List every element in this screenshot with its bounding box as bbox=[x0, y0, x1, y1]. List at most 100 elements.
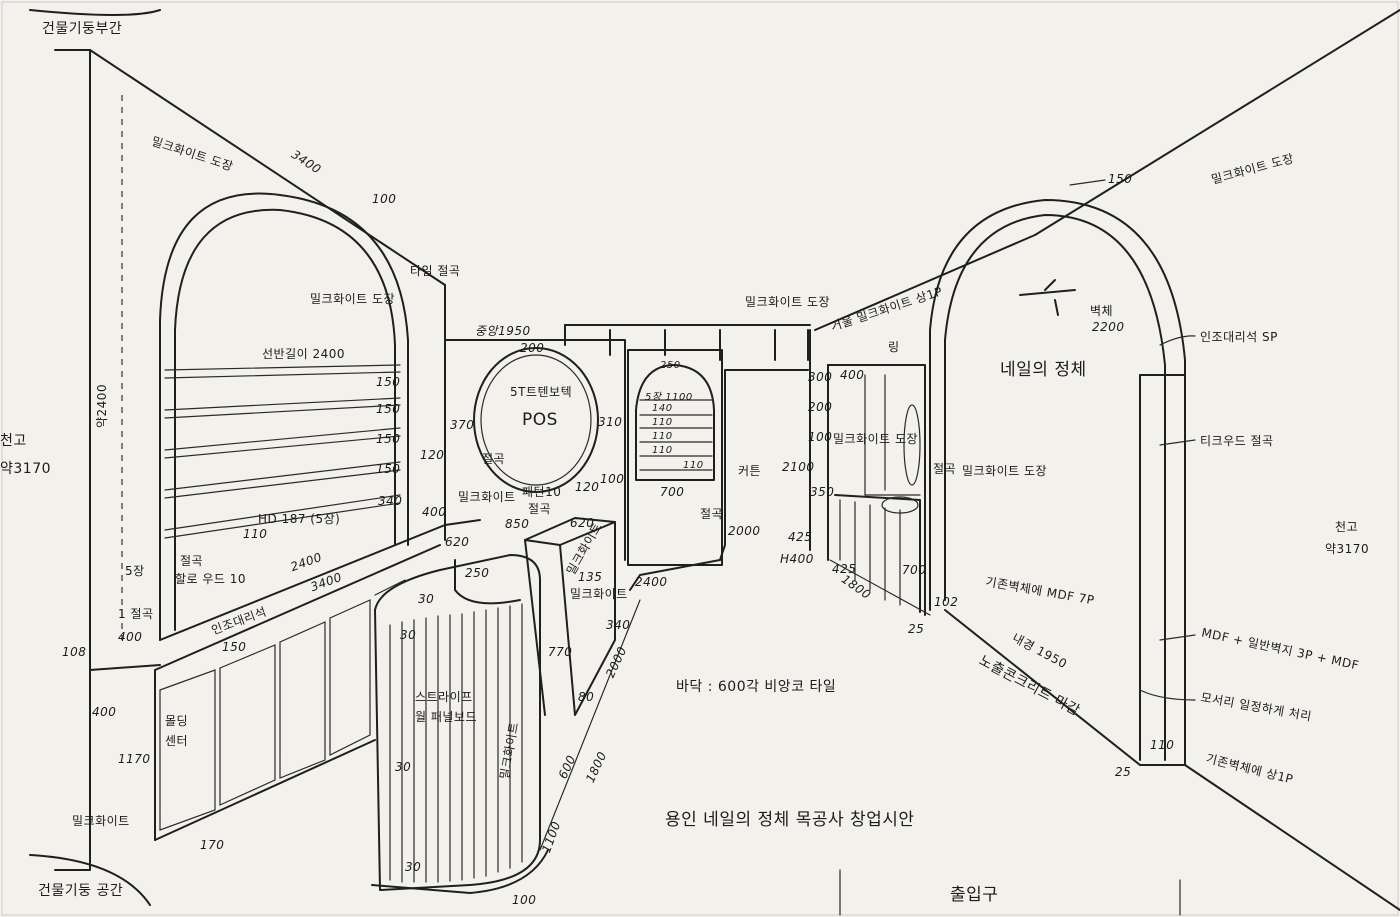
arch-milk-paint: 밀크화이트 도장 bbox=[962, 464, 1048, 478]
pattern-fold-2: 절곡 bbox=[528, 502, 552, 516]
mini-dim-4: 110 bbox=[652, 431, 673, 442]
left-ceiling-label: 천고 bbox=[0, 433, 27, 449]
dim-770: 770 bbox=[548, 645, 573, 659]
reception-desk bbox=[374, 554, 541, 891]
dim-150-b: 150 bbox=[376, 402, 401, 416]
left-arch-outer bbox=[159, 192, 409, 641]
dim-200-center: 200 bbox=[520, 341, 545, 355]
dim-150-counter: 150 bbox=[222, 640, 247, 654]
mini-dim-3: 110 bbox=[652, 417, 673, 428]
mini-dim-0: 250 bbox=[660, 360, 681, 371]
dim-150-a: 150 bbox=[376, 375, 401, 389]
dim-400-b: 400 bbox=[422, 505, 447, 519]
back-wall-paint: 밀크화이트 도장 bbox=[745, 295, 831, 309]
dim-850: 850 bbox=[505, 517, 530, 531]
dim-200-right: 200 bbox=[808, 400, 833, 414]
tile-side-note: 타일 절곡 bbox=[410, 264, 461, 278]
dim-135: 135 bbox=[578, 570, 603, 584]
mini-dim-1: 5장 1100 bbox=[645, 392, 693, 403]
mini-dim-2: 140 bbox=[652, 403, 673, 414]
vanity-frame bbox=[827, 364, 926, 616]
approx-2400: 약2400 bbox=[95, 383, 109, 428]
left-ceiling-height: 약3170 bbox=[0, 461, 52, 477]
round-sign-material: 5T트텐보텍 bbox=[510, 385, 573, 399]
dim-425-a: 425 bbox=[788, 530, 813, 544]
arch-fold-v: 절곡 bbox=[933, 462, 957, 476]
left-counter-top bbox=[159, 519, 481, 641]
dim-100-c: 100 bbox=[512, 893, 537, 907]
desk-note-2: 월 패널보드 bbox=[415, 710, 478, 724]
dim-340: 340 bbox=[378, 494, 403, 508]
floor-note: 바닥 : 600각 비앙코 타일 bbox=[676, 679, 837, 695]
dim-110-right: 110 bbox=[1150, 738, 1175, 752]
center-table-paint: 밀크화이트 bbox=[570, 587, 628, 601]
dim-620-top: 620 bbox=[570, 516, 595, 530]
right-ceiling-height: 약3170 bbox=[1325, 542, 1370, 556]
left-ceiling-line bbox=[89, 49, 446, 286]
dim-108: 108 bbox=[62, 645, 87, 659]
dim-h400: H400 bbox=[780, 552, 814, 566]
dim-2100: 2100 bbox=[782, 460, 815, 474]
dim-30-mid: 30 bbox=[395, 760, 412, 774]
dim-350: 350 bbox=[810, 485, 835, 499]
pattern-fold-1: 패턴10 bbox=[522, 485, 562, 499]
right-ceiling-label: 천고 bbox=[1335, 520, 1359, 534]
showcase-arch bbox=[635, 364, 715, 481]
back-curtain: 커튼 bbox=[738, 464, 762, 478]
dim-370: 370 bbox=[450, 418, 475, 432]
dim-110: 110 bbox=[243, 527, 268, 541]
left-pillar bbox=[54, 49, 91, 871]
dim-700-right: 700 bbox=[902, 563, 927, 577]
dim-300: 300 bbox=[808, 370, 833, 384]
arch-height-label: 벽체 bbox=[1090, 304, 1114, 318]
dim-1170: 1170 bbox=[118, 752, 151, 766]
arch-edge-note: 인조대리석 SP bbox=[1200, 330, 1278, 344]
mini-dim-5: 110 bbox=[652, 445, 673, 456]
dim-80: 80 bbox=[578, 690, 595, 704]
left-shelves bbox=[164, 364, 401, 539]
five-sheets-note: 5장 bbox=[125, 564, 145, 578]
center-milk-paint: 밀크화이트 bbox=[458, 490, 516, 504]
dim-170: 170 bbox=[200, 838, 225, 852]
milk-white-base: 밀크화이트 bbox=[72, 814, 130, 828]
center-panel bbox=[444, 339, 626, 561]
drawing-title: 용인 네일의 정체 목공사 창업시안 bbox=[665, 810, 915, 830]
dim-30-top: 30 bbox=[418, 592, 435, 606]
dim-150-c: 150 bbox=[376, 432, 401, 446]
dim-150-d: 150 bbox=[376, 462, 401, 476]
lighting-note: 할로 우드 10 bbox=[175, 572, 247, 586]
corner-label-top-left: 건물기둥부간 bbox=[42, 21, 123, 37]
pos-label: POS bbox=[522, 410, 558, 430]
corner-label-bottom-left: 건물기둥 공간 bbox=[38, 883, 124, 899]
dim-2400-c: 2400 bbox=[635, 575, 668, 589]
right-arch-outer bbox=[929, 199, 1186, 766]
dim-250: 250 bbox=[465, 566, 490, 580]
dim-30-bottom: 30 bbox=[405, 860, 422, 874]
dim-102: 102 bbox=[934, 595, 959, 609]
desk-stripes bbox=[389, 603, 523, 883]
mini-dim-6: 110 bbox=[683, 460, 704, 471]
dim-1950-center: 중앙1950 bbox=[475, 324, 531, 338]
tile-edge-note: 티크우드 절곡 bbox=[1200, 434, 1274, 448]
dim-25-right: 25 bbox=[1115, 765, 1132, 779]
dim-425-b: 425 bbox=[832, 562, 857, 576]
dim-150-right: 150 bbox=[1108, 172, 1133, 186]
showcase-fold: 절곡 bbox=[700, 507, 724, 521]
round-fold-note: 절곡 bbox=[482, 452, 506, 466]
shelf-width-note: 선반길이 2400 bbox=[262, 347, 346, 361]
vanity-paint-label: 밀크화이트 도장 bbox=[833, 432, 919, 446]
dim-400-a: 400 bbox=[118, 630, 143, 644]
bottom-left-column-arc bbox=[29, 854, 151, 906]
fold-note: 절곡 bbox=[180, 554, 204, 568]
wall-lamp bbox=[1019, 279, 1076, 316]
dim-25: 25 bbox=[908, 622, 925, 636]
left-counter-doors bbox=[159, 599, 371, 831]
dim-p100: 100 bbox=[808, 430, 833, 444]
round-pos-sign bbox=[473, 347, 599, 493]
desk-note-1: 스트라이프 bbox=[415, 690, 473, 704]
arch-title: 네일의 정체 bbox=[1000, 360, 1087, 380]
left-arch-inner bbox=[174, 208, 396, 631]
right-ceiling-line bbox=[1034, 9, 1400, 236]
